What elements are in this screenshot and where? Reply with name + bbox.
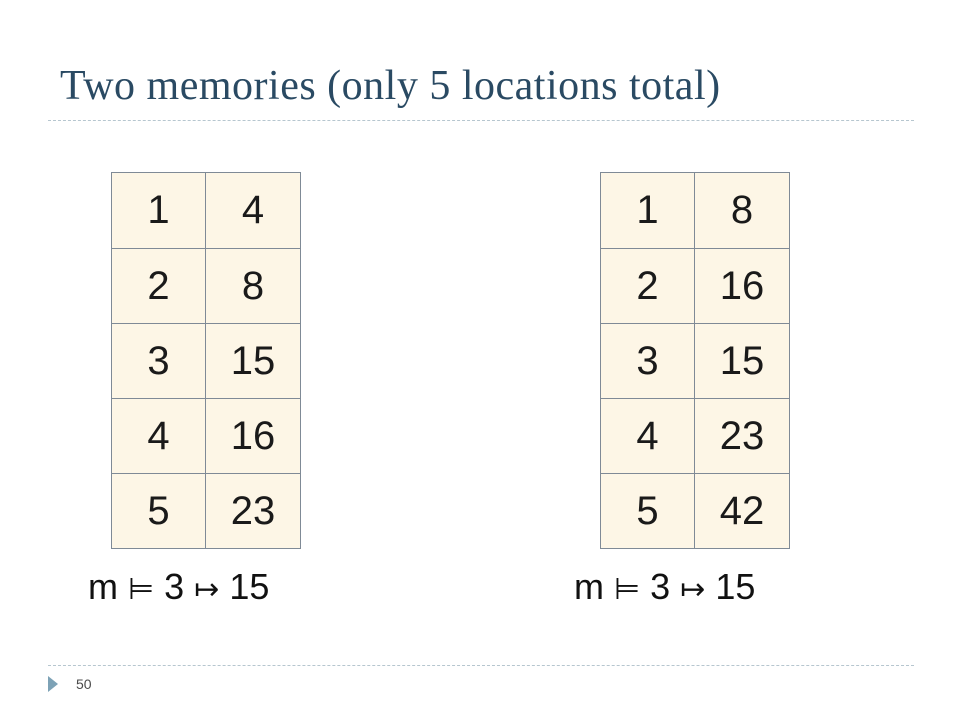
value-cell: 8: [730, 188, 754, 232]
title-divider: [48, 120, 914, 121]
value-cell: 8: [206, 248, 300, 323]
value-cell: 16: [695, 248, 789, 323]
memory-table-right: 1 8 2 16 3 15 4 23 5 42: [600, 172, 790, 549]
triangle-bullet-icon: [48, 676, 58, 692]
stored-value: 15: [715, 566, 756, 607]
value-cell: 23: [695, 398, 789, 473]
stored-value: 15: [229, 566, 270, 607]
value-cell: 16: [206, 398, 300, 473]
address-cell: 3: [112, 323, 206, 398]
memory-table-left: 1 4 2 8 3 15 4 16 5 23: [111, 172, 301, 549]
memory-variable: m: [574, 566, 604, 607]
address-cell: 5: [601, 473, 695, 548]
value-cell: 4: [241, 188, 265, 232]
address-cell: 5: [112, 473, 206, 548]
models-symbol: ⊨: [128, 572, 155, 607]
mapsto-symbol: ↦: [194, 572, 220, 607]
models-symbol: ⊨: [614, 572, 641, 607]
page-number: 50: [76, 676, 92, 692]
value-cell: 23: [206, 473, 300, 548]
address-cell: 2: [112, 248, 206, 323]
value-cell: 42: [695, 473, 789, 548]
address-cell: 3: [601, 323, 695, 398]
location: 3: [164, 566, 185, 607]
address-cell: 2: [601, 248, 695, 323]
location: 3: [650, 566, 671, 607]
memory-assertion-left: m ⊨ 3 ↦ 15: [88, 566, 269, 608]
address-cell: 4: [112, 398, 206, 473]
memory-assertion-right: m ⊨ 3 ↦ 15: [574, 566, 755, 608]
memory-variable: m: [88, 566, 118, 607]
footer-divider: [48, 665, 914, 666]
address-cell: 4: [601, 398, 695, 473]
value-cell: 15: [206, 323, 300, 398]
address-cell: 1: [601, 173, 695, 248]
value-cell: 15: [695, 323, 789, 398]
mapsto-symbol: ↦: [680, 572, 706, 607]
slide-title: Two memories (only 5 locations total): [60, 63, 721, 109]
address-cell: 1: [112, 173, 206, 248]
